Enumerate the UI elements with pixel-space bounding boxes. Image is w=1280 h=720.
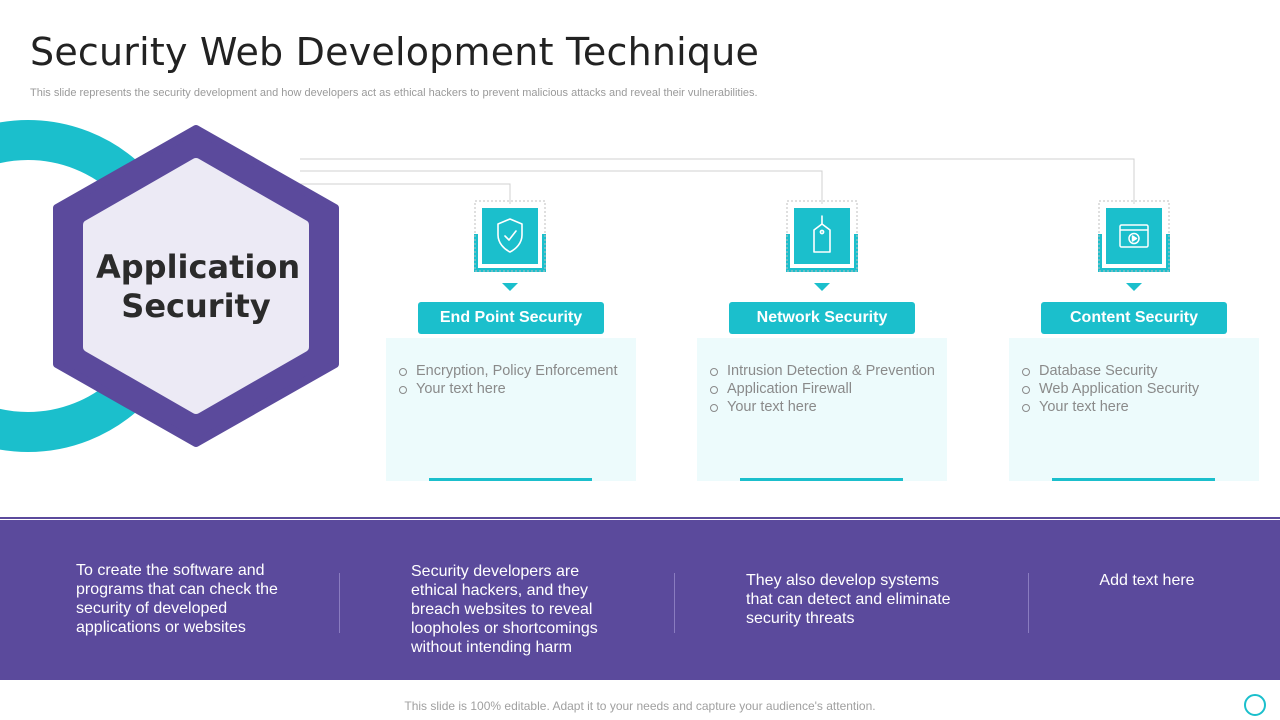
- box-underline: [1052, 478, 1215, 481]
- connector-lines: [300, 158, 1135, 204]
- connector-line-3: [300, 158, 1135, 204]
- list-item: Database Security: [1021, 362, 1247, 380]
- browser-play-icon: [1119, 224, 1149, 248]
- icon-tile-2: [786, 200, 858, 291]
- list-item: Web Application Security: [1021, 380, 1247, 398]
- list-item: Your text here: [1021, 398, 1247, 416]
- band-divider: [674, 573, 675, 633]
- corner-ring-icon: [1244, 694, 1266, 716]
- bullet-list: Database Security Web Application Securi…: [1021, 362, 1247, 416]
- list-item: Intrusion Detection & Prevention: [709, 362, 935, 380]
- hub-label: Application Security: [96, 248, 301, 325]
- list-item: Your text here: [709, 398, 935, 416]
- band-divider: [339, 573, 340, 633]
- bullet-list: Encryption, Policy Enforcement Your text…: [398, 362, 624, 398]
- category-box-end-point: Encryption, Policy Enforcement Your text…: [386, 338, 636, 481]
- tag-icon: [813, 215, 831, 253]
- footer-note: This slide is 100% editable. Adapt it to…: [404, 699, 876, 713]
- box-underline: [429, 478, 592, 481]
- hub-hexagon: [53, 125, 339, 447]
- connector-line-1: [300, 183, 511, 204]
- box-underline: [740, 478, 903, 481]
- band-text-2: Security developers are ethical hackers,…: [411, 563, 598, 656]
- shield-check-icon: [497, 218, 523, 253]
- icon-tile-3: [1098, 200, 1170, 291]
- page-title: Security Web Development Technique: [30, 30, 760, 74]
- category-pill-content: Content Security: [1041, 302, 1227, 334]
- page-subtitle: This slide represents the security devel…: [30, 87, 758, 99]
- band-text-4: Add text here: [1099, 572, 1195, 589]
- list-item: Application Firewall: [709, 380, 935, 398]
- list-item: Your text here: [398, 380, 624, 398]
- connector-line-2: [300, 170, 823, 204]
- list-item: Encryption, Policy Enforcement: [398, 362, 624, 380]
- category-box-content: Database Security Web Application Securi…: [1009, 338, 1259, 481]
- category-pill-end-point: End Point Security: [418, 302, 604, 334]
- icon-tile-1: [474, 200, 546, 291]
- band-divider: [1028, 573, 1029, 633]
- band-text-1: To create the software and programs that…: [76, 562, 278, 636]
- purple-band: [0, 520, 1280, 680]
- bullet-list: Intrusion Detection & Prevention Applica…: [709, 362, 935, 416]
- band-text-3: They also develop systems that can detec…: [746, 572, 951, 627]
- category-pill-network: Network Security: [729, 302, 915, 334]
- category-box-network: Intrusion Detection & Prevention Applica…: [697, 338, 947, 481]
